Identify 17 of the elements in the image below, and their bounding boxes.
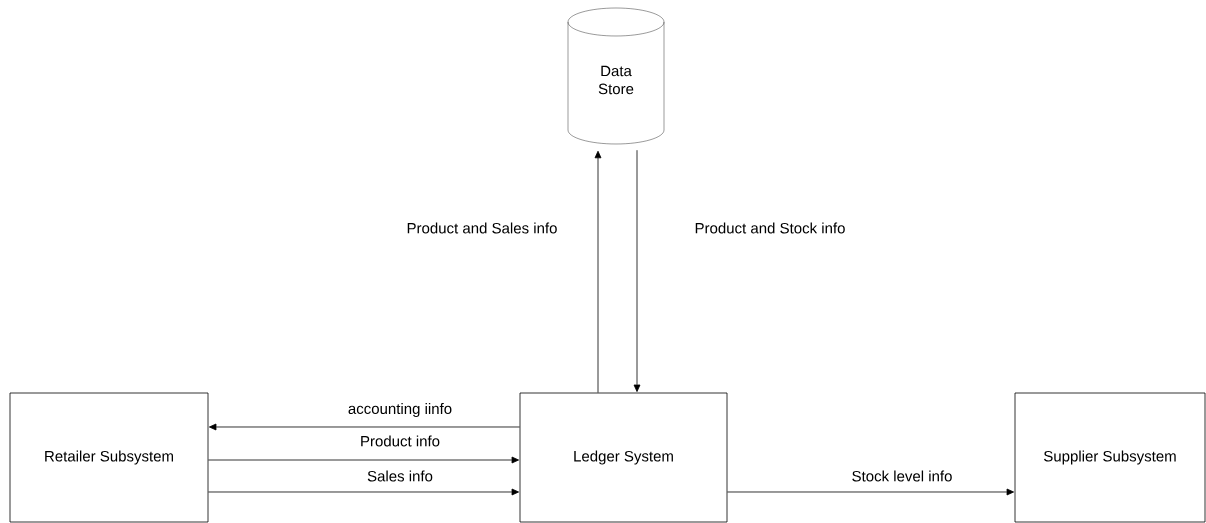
arrow [594,150,602,393]
edge-label: Stock level info [850,469,954,483]
process-box: Ledger System [519,392,728,523]
arrow [633,149,641,392]
process-box: Supplier Subsystem [1014,392,1206,523]
process-box: Retailer Subsystem [9,392,209,523]
edge-label: Product and Stock info [693,221,847,235]
edge-label: accounting iinfo [346,402,454,418]
edge-label: Product and Sales info [405,221,559,235]
arrow [208,456,519,464]
node-label: Data Store [598,65,634,95]
database-cylinder: Data Store [567,7,665,145]
edge-label: Sales info [366,469,434,483]
arrow [208,488,519,496]
edge-label: Product info [359,434,442,448]
arrow [209,423,520,431]
arrow [727,488,1014,496]
